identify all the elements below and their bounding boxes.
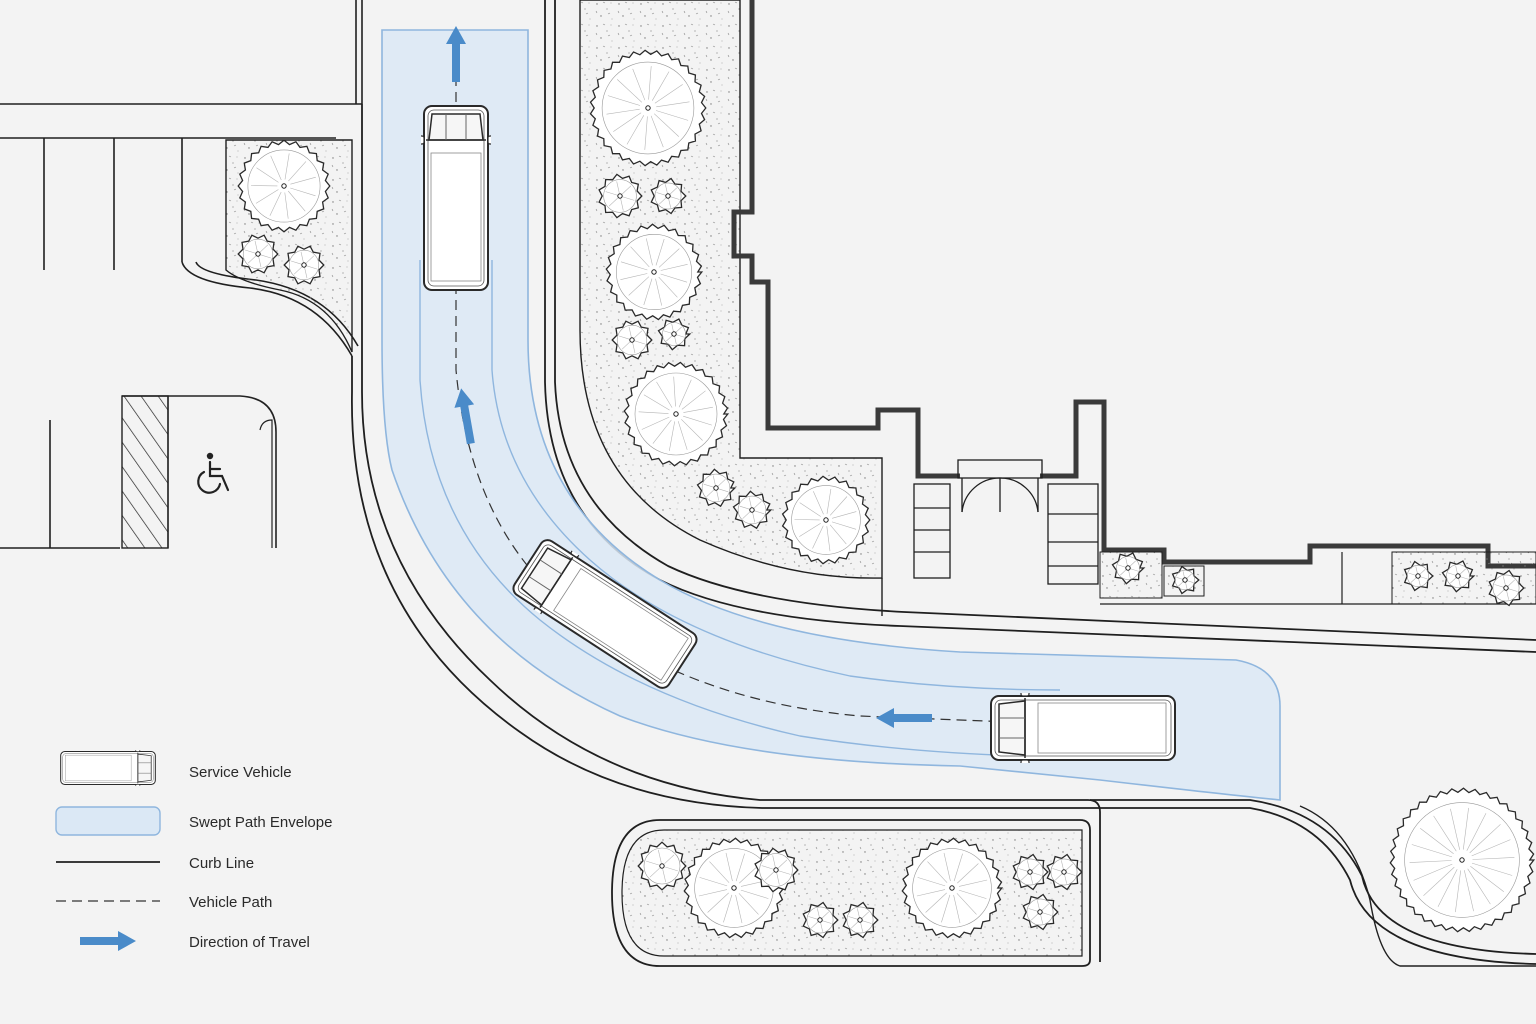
tree-canopy-icon xyxy=(623,361,730,467)
tree-canopy-icon xyxy=(754,847,799,893)
legend-swept-path-swatch xyxy=(55,806,161,836)
service-vehicle-icon xyxy=(421,105,491,291)
east-drive-return xyxy=(1086,799,1536,967)
tree-canopy-icon xyxy=(657,318,692,351)
tree-canopy-icon xyxy=(1488,569,1525,607)
tree-canopy-icon xyxy=(781,475,871,565)
tree-canopy-icon xyxy=(237,139,331,233)
legend-label-direction: Direction of Travel xyxy=(189,934,310,951)
tree-canopy-icon xyxy=(605,223,704,321)
accessible-parking-stall xyxy=(121,395,277,549)
tree-canopy-icon xyxy=(650,177,687,215)
tree-canopy-icon xyxy=(1022,893,1059,931)
legend-label-vehicle-path: Vehicle Path xyxy=(189,894,272,911)
building-outline xyxy=(731,0,1536,569)
legend: Service Vehicle Swept Path Envelope Curb… xyxy=(55,750,332,951)
tree-canopy-icon xyxy=(1111,552,1146,585)
landscape-trees xyxy=(237,49,1536,939)
legend-label-swept-path: Swept Path Envelope xyxy=(189,814,332,831)
wheelchair-icon xyxy=(197,452,230,494)
tree-canopy-icon xyxy=(842,901,879,939)
tree-canopy-icon xyxy=(637,841,687,891)
service-vehicle-icon xyxy=(990,693,1176,763)
tree-canopy-icon xyxy=(1441,560,1476,593)
tree-canopy-icon xyxy=(1012,853,1049,891)
tree-canopy-icon xyxy=(732,490,773,530)
tree-canopy-icon xyxy=(1403,560,1434,592)
tree-canopy-icon xyxy=(611,320,653,360)
parking-lot xyxy=(0,0,363,549)
tree-canopy-icon xyxy=(598,173,643,219)
legend-label-service-vehicle: Service Vehicle xyxy=(189,764,292,781)
tree-canopy-icon xyxy=(1389,787,1536,933)
tree-canopy-icon xyxy=(237,234,279,274)
tree-canopy-icon xyxy=(802,901,839,939)
curb-line-west xyxy=(351,104,1088,809)
tree-canopy-icon xyxy=(696,468,737,508)
legend-label-curb-line: Curb Line xyxy=(189,855,254,872)
tree-canopy-icon xyxy=(283,245,325,285)
tree-canopy-icon xyxy=(1171,565,1200,595)
legend-service-vehicle-symbol xyxy=(60,750,156,786)
tree-canopy-icon xyxy=(1046,853,1083,891)
tree-canopy-icon xyxy=(901,837,1004,939)
building-entrance xyxy=(913,459,1099,585)
tree-canopy-icon xyxy=(589,49,707,167)
